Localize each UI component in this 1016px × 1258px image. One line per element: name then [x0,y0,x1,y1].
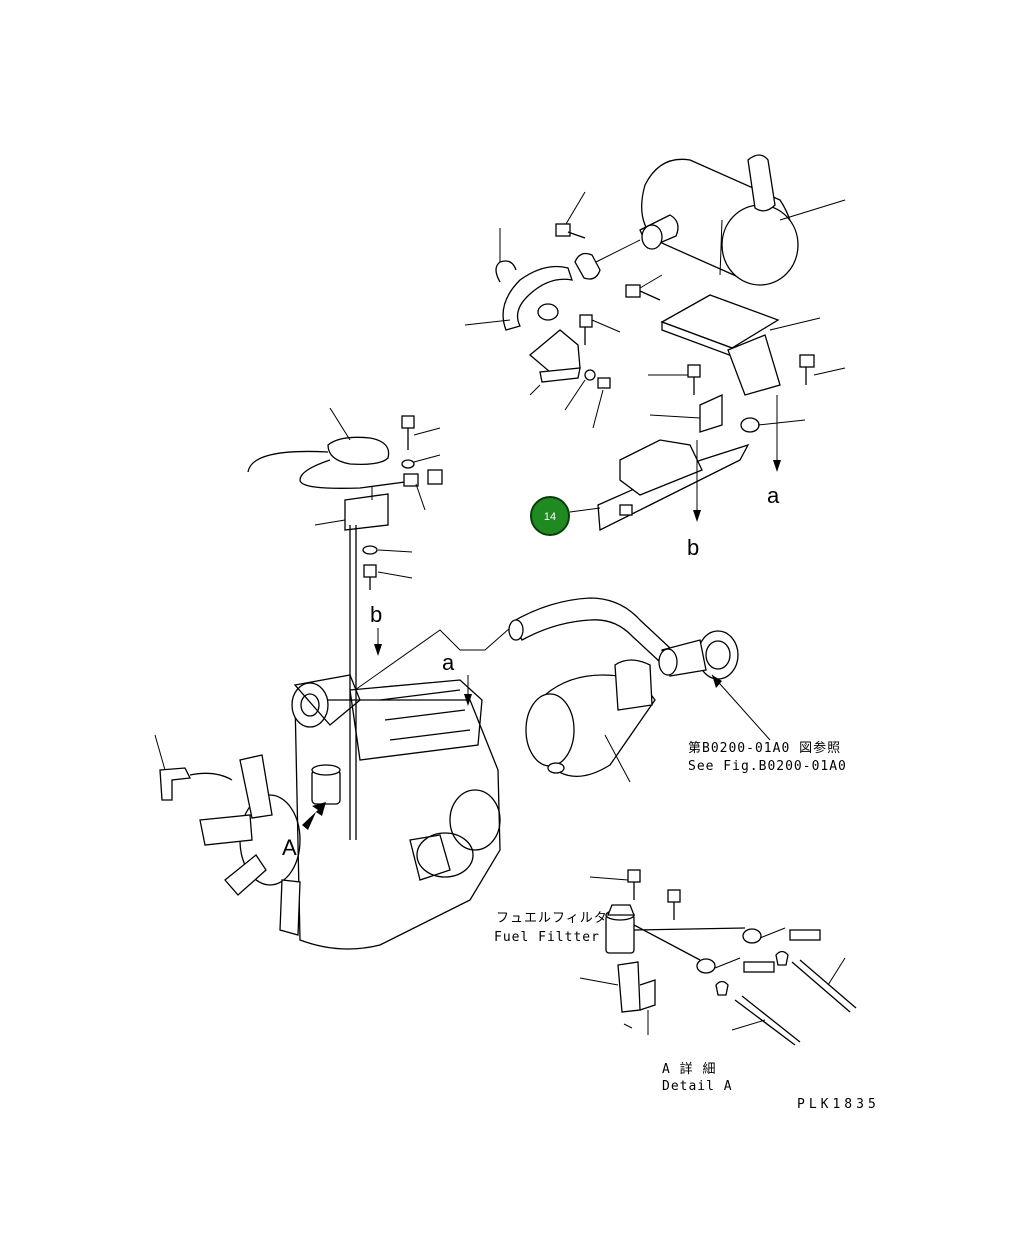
reference-en: See Fig.B0200-01A0 [688,759,847,774]
detail-a-fuel-filter: フュエルフィルタ Fuel Filtter A 詳 細 Detai [494,869,857,1094]
figure-reference: 第B0200-01A0 図参照 See Fig.B0200-01A0 [688,674,847,774]
arrow-b-lower-label: b [370,602,382,627]
arrow-b-upper: b [687,440,701,560]
muffler-bracket-lower [597,393,750,532]
fuel-filter-en: Fuel Filtter [494,930,600,945]
drawing-code: PLK1835 [797,1097,880,1112]
muffler-assembly [639,154,846,286]
fuel-filter-jp: フュエルフィルタ [496,911,608,926]
reference-jp: 第B0200-01A0 図参照 [688,740,841,756]
muffler-mount-plate [625,274,846,433]
callout-14-number: 14 [544,511,556,523]
callout-14[interactable]: 14 [530,496,601,536]
detail-a-jp: A 詳 細 [662,1061,716,1077]
view-a-label: A [282,835,297,860]
arrow-b-upper-label: b [687,535,699,560]
arrow-a-lower-label: a [442,650,455,675]
detail-a-en: Detail A [662,1079,733,1094]
sensor-bracket-assembly [247,407,443,840]
arrow-a-lower: a [442,650,472,706]
air-intake-pipe [508,597,739,680]
arrow-a-upper: a [767,395,781,508]
muffler-bracket-upper [528,314,621,429]
engine-block: A [154,674,501,950]
arrow-a-upper-label: a [767,483,780,508]
exhaust-pipe-and-clamp [464,191,641,331]
arrow-b-lower: b [370,602,382,656]
muffler-lower [525,659,656,783]
